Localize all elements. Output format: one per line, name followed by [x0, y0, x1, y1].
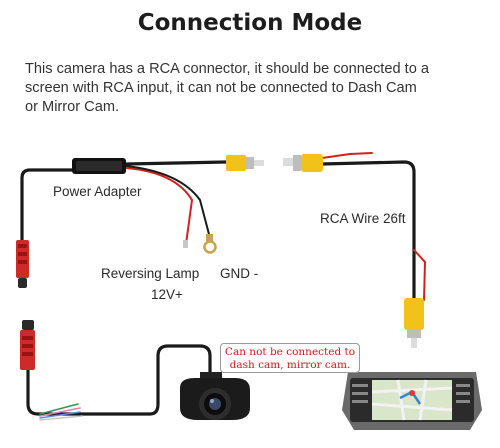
- description-line: screen with RCA input, it can not be con…: [25, 80, 417, 96]
- description-line: This camera has a RCA connector, it shou…: [25, 61, 429, 77]
- reversing-lamp-voltage-label: 12V+: [151, 287, 183, 302]
- rca-plug-icon: [283, 154, 323, 172]
- wire-bundle: [39, 403, 83, 421]
- description: This camera has a RCA connector, it shou…: [25, 60, 480, 117]
- description-line: or Mirror Cam.: [25, 99, 120, 115]
- callout-line: Can not be connected to: [224, 346, 356, 358]
- red-wire-reversing: [125, 167, 194, 245]
- page-title: Connection Mode: [137, 10, 363, 36]
- rca-wire-label: RCA Wire 26ft: [320, 211, 406, 226]
- rca-plug-icon: [226, 155, 264, 171]
- wire-camera: [26, 344, 212, 416]
- black-wires: [20, 160, 416, 416]
- power-adapter-label: Power Adapter: [53, 184, 142, 199]
- power-adapter-module: [72, 158, 126, 174]
- wire-left-upper: [20, 168, 74, 242]
- warning-callout: Can not be connected to dash cam, mirror…: [220, 343, 360, 373]
- gnd-label: GND -: [220, 266, 259, 281]
- red-wire-rca-right: [413, 249, 427, 301]
- wire-adapter-rca: [124, 160, 228, 166]
- rca-plug-icon: [404, 298, 424, 348]
- red-connector-lower: [20, 320, 35, 370]
- red-wires: [125, 152, 427, 301]
- red-connector-upper: [16, 240, 29, 288]
- red-wire-rca-top: [321, 152, 373, 159]
- car-head-unit-icon: [342, 372, 482, 430]
- callout-line: dash cam, mirror cam.: [229, 359, 351, 371]
- gnd-wire: [125, 165, 211, 239]
- wire-rca-right: [320, 160, 416, 302]
- rear-camera-icon: [180, 372, 250, 420]
- reversing-lamp-label: Reversing Lamp: [101, 266, 200, 281]
- wire-tip: [183, 240, 188, 248]
- ring-terminal-icon: [203, 234, 217, 254]
